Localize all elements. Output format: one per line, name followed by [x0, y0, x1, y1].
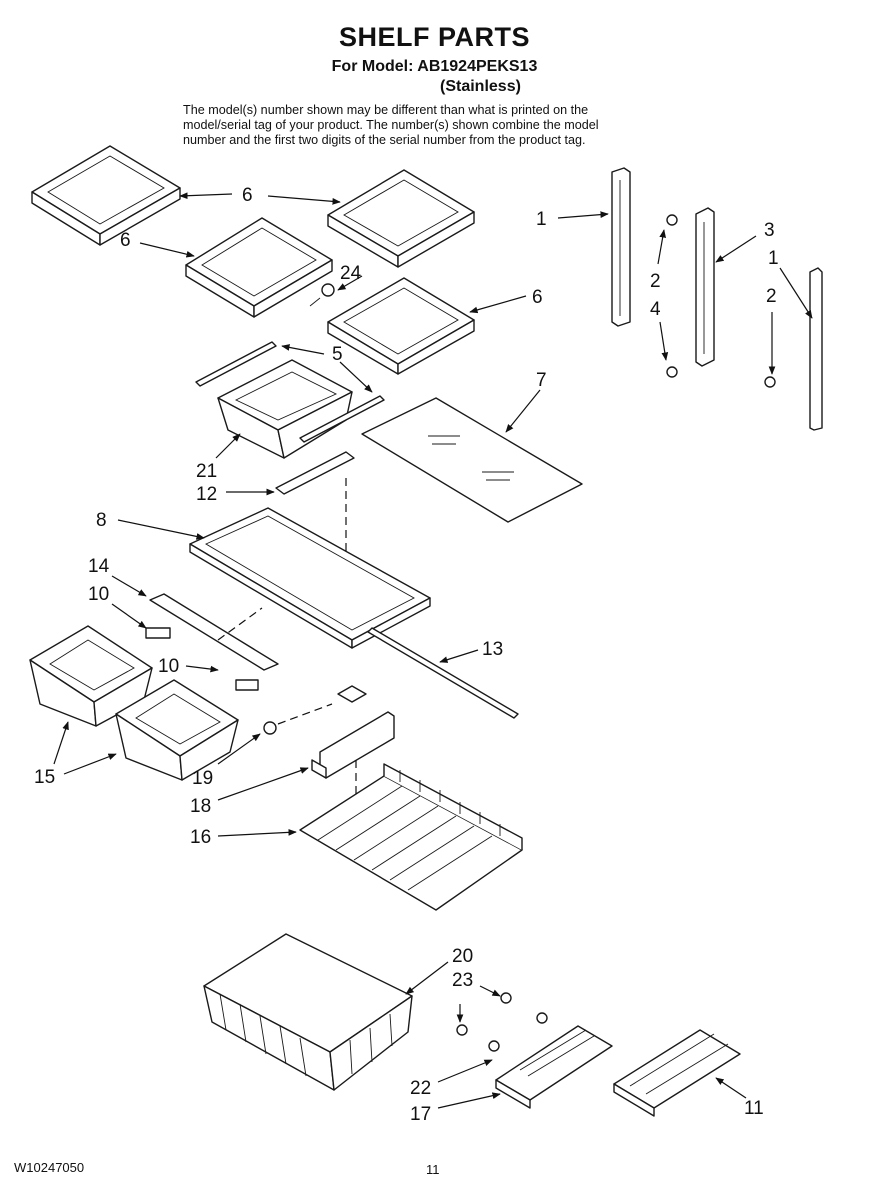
callout-4: 4	[650, 299, 661, 320]
note-line: model/serial tag of your product. The nu…	[183, 118, 599, 132]
wire-shelf	[299, 763, 523, 911]
note-line: number and the first two digits of the s…	[183, 133, 586, 147]
callout-5: 5	[332, 344, 343, 365]
callout-2: 2	[766, 286, 777, 307]
callout-3: 3	[764, 220, 775, 241]
drawer-slides	[195, 341, 385, 443]
drawer-rail	[275, 451, 355, 495]
callout-8: 8	[96, 510, 107, 531]
shelf-top-left	[31, 145, 181, 246]
callout-18: 18	[190, 796, 211, 817]
callout-19: 19	[192, 768, 213, 789]
shelf-top-middle	[185, 217, 333, 318]
shelf-frame	[189, 507, 431, 649]
ice-cube-tray	[613, 1029, 741, 1117]
callout-6: 6	[242, 185, 253, 206]
callout-17: 17	[410, 1104, 431, 1125]
ice-bin-tray	[495, 1025, 613, 1109]
callout-10: 10	[158, 656, 179, 677]
shelf-trim	[149, 593, 279, 671]
callout-23: 23	[452, 970, 473, 991]
tray-screws	[456, 992, 548, 1052]
callout-6: 6	[120, 230, 131, 251]
callout-14: 14	[88, 556, 110, 577]
divider-rod	[367, 627, 519, 719]
crisper-bin-right	[115, 679, 239, 781]
callout-1: 1	[768, 248, 779, 269]
shelf-ladder-left	[611, 167, 631, 327]
callout-12: 12	[196, 484, 217, 505]
page-title: SHELF PARTS	[338, 22, 530, 52]
callout-22: 22	[410, 1078, 431, 1099]
callout-16: 16	[190, 827, 211, 848]
shelf-ladder-right	[809, 267, 823, 431]
shelf-top-right	[327, 169, 475, 268]
callout-7: 7	[536, 370, 547, 391]
callout-13: 13	[482, 639, 503, 660]
callout-labels: 6 6 6 24 1 2 4 3 1 2 5 7 21 12 8 14 10 1…	[34, 185, 779, 1125]
callout-21: 21	[196, 461, 217, 482]
shelf-screw	[309, 283, 335, 307]
divider-screw	[263, 721, 277, 735]
document-id: W10247050	[14, 1160, 85, 1175]
callout-1: 1	[536, 209, 547, 230]
finish-label: (Stainless)	[440, 78, 521, 95]
ladder-screws	[666, 214, 776, 388]
note-line: The model(s) number shown may be differe…	[183, 103, 589, 117]
callout-11: 11	[744, 1098, 764, 1119]
glass-shelf	[361, 397, 583, 523]
meat-drawer	[217, 359, 353, 459]
trim-clips	[145, 627, 259, 691]
wire-basket	[203, 933, 413, 1091]
crisper-bin-left	[29, 625, 153, 727]
assembly-lines	[217, 478, 357, 798]
callout-15: 15	[34, 767, 55, 788]
callout-2: 2	[650, 271, 661, 292]
bin-divider	[311, 685, 395, 779]
model-line: For Model: AB1924PEKS13	[331, 58, 538, 75]
callout-10: 10	[88, 584, 109, 605]
callout-24: 24	[340, 263, 362, 284]
callout-20: 20	[452, 946, 473, 967]
leader-lines	[53, 192, 813, 1109]
shelf-ladder-middle	[695, 207, 715, 367]
model-number-note: The model(s) number shown may be differe…	[183, 103, 703, 148]
shelf-lower-right	[327, 277, 475, 375]
page-number: 11	[426, 1162, 440, 1177]
callout-6: 6	[532, 287, 543, 308]
